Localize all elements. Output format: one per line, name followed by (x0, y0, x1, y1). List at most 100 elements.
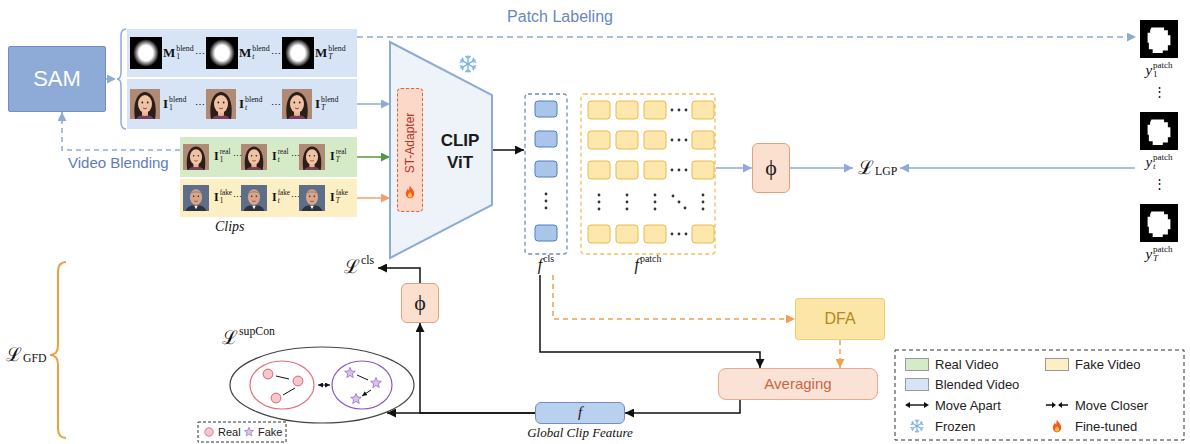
dot (545, 200, 548, 203)
math-part: ⋯ (291, 193, 300, 203)
math-part: y (1145, 246, 1152, 263)
ellipsis: ⋮ (1153, 85, 1166, 99)
math-part: I (272, 191, 277, 204)
math-part: blend (321, 96, 338, 104)
token (535, 101, 557, 117)
blended-row: Iblend1⋯Iblendt⋯IblendT (127, 79, 357, 129)
real-row: Ireal1⋯Irealt⋯IrealT (180, 137, 357, 177)
dot (685, 139, 688, 142)
math-label: Ireal1 (214, 149, 230, 164)
math-part: ⋯ (271, 99, 281, 110)
math-part: I (214, 191, 219, 204)
node-label: Averaging (764, 375, 831, 392)
dot (598, 201, 601, 204)
script-stack: blend1 (176, 45, 193, 61)
script-stack: blendT (321, 96, 338, 112)
math-part: ⋮ (1153, 85, 1166, 99)
patch-mask (1140, 112, 1178, 150)
frame-thumbnail (206, 89, 236, 119)
math-part: I (330, 150, 335, 163)
math-part: y (1145, 62, 1152, 79)
math-part: T (336, 157, 347, 165)
legend-item: Blended Video (905, 375, 1019, 393)
legend-symbol (905, 419, 929, 433)
legend-symbol (203, 426, 215, 438)
blend-arrow (106, 78, 116, 80)
dot (702, 208, 705, 211)
token (692, 225, 714, 243)
loss-label: ℒcls (344, 257, 374, 278)
math-part: t (278, 157, 289, 165)
legend-label: Fake (258, 426, 282, 438)
script-stack: faket (278, 190, 290, 205)
node-label: ϕ (765, 155, 777, 180)
token (644, 131, 666, 149)
ellipsis: ⋯ (291, 193, 300, 203)
legend-item: Move Closer (1045, 396, 1148, 414)
math-part: T (336, 198, 348, 206)
math-part: t (245, 104, 262, 112)
token (588, 131, 610, 149)
math-part: 1 (220, 198, 232, 206)
patch-mask (1140, 20, 1178, 58)
math-part: patch (1153, 153, 1173, 162)
loss-brace (50, 262, 66, 438)
patch-mask (1140, 204, 1178, 242)
ellipsis: ⋯ (271, 48, 281, 59)
node-label: ST-Adapter (403, 113, 417, 174)
legend-label: Fine-tuned (1075, 419, 1137, 434)
token-graphic (524, 93, 568, 255)
legend-item: Real (203, 423, 241, 441)
math-part: ⋯ (271, 48, 281, 59)
edge-label: Video Blending (66, 154, 171, 171)
script-stack: blendt (252, 45, 269, 61)
legend-swatch (1045, 358, 1069, 371)
loss-arrow (378, 268, 420, 283)
dot (671, 109, 674, 112)
math-label: IblendT (315, 96, 338, 112)
adapter-box: ST-Adapter (397, 88, 423, 212)
dot (671, 139, 674, 142)
token (692, 131, 714, 149)
math-part: fake (336, 190, 348, 198)
dot (678, 139, 681, 142)
math-label: ypatch1 (1145, 61, 1172, 80)
legend-label: Fake Video (1075, 357, 1141, 372)
math-label: IfakeT (330, 190, 348, 205)
dot (545, 193, 548, 196)
legend-label: Blended Video (935, 377, 1019, 392)
math-part: blend (176, 45, 193, 53)
connector (625, 400, 740, 413)
script-stack: fakeT (336, 190, 348, 205)
script-stack: patch1 (1153, 61, 1173, 80)
dot (671, 169, 674, 172)
legend-swatch (905, 358, 929, 371)
frame-thumbnail (299, 144, 325, 170)
dot (678, 169, 681, 172)
token (535, 161, 557, 177)
math-part: M (239, 46, 251, 60)
loss-arrow (900, 167, 1135, 169)
math-part: I (272, 150, 277, 163)
frame-thumbnail (299, 185, 325, 211)
math-part: blend (252, 45, 269, 53)
node-label: SAM (33, 66, 81, 91)
fine-tuned-icon (403, 185, 417, 199)
math-part: patch (1153, 245, 1173, 254)
node-label: ϕ (414, 290, 426, 315)
connector (839, 340, 841, 368)
math-part: real (220, 149, 231, 157)
loss-label: ℒsupCon (222, 328, 275, 349)
math-label: Ifaket (272, 190, 290, 205)
math-part: ⋯ (291, 152, 300, 162)
head-box: ϕ (752, 143, 790, 193)
script-stack: patchT (1153, 245, 1173, 264)
script-stack: patcht (1153, 153, 1173, 172)
math-part: M (315, 46, 327, 60)
dot (626, 201, 629, 204)
legend-label: Move Closer (1075, 398, 1148, 413)
math-part: T (321, 104, 338, 112)
math-part: LGP (875, 166, 897, 179)
token (692, 161, 714, 179)
